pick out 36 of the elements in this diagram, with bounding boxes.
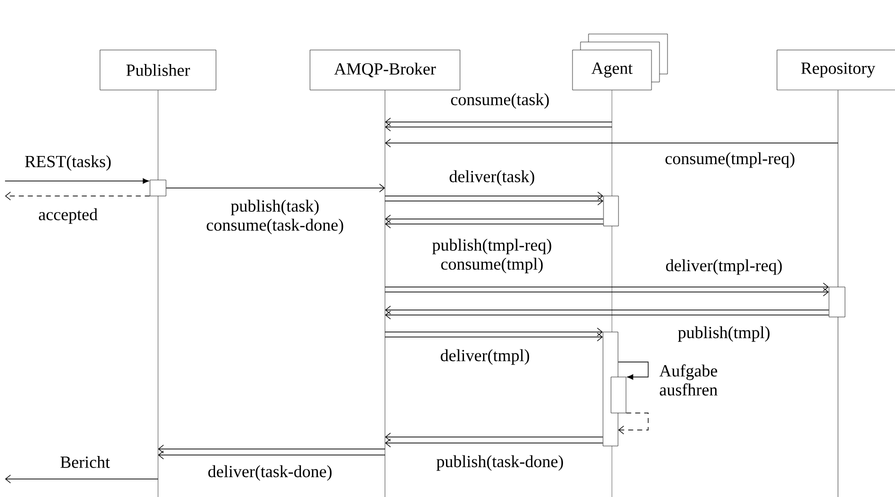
edge-label: deliver(tmpl) (440, 349, 530, 365)
edge-label: publish(tmpl-req) consume(tmpl) (432, 238, 552, 274)
participant-box: Repository (776, 50, 895, 90)
activation-box (828, 286, 846, 318)
edge-label: deliver(tmpl-req) (666, 259, 782, 275)
edge-label: consume(tmpl-req) (666, 152, 794, 168)
arrow (158, 444, 386, 460)
arrow (618, 412, 649, 434)
activation-box (150, 180, 166, 196)
arrow (384, 282, 829, 296)
arrow (385, 432, 604, 448)
arrow (385, 214, 604, 228)
edge-label: publish(task) consume(task-done) (206, 200, 344, 234)
edge-label: consume(task) (451, 93, 549, 109)
arrow (385, 118, 612, 132)
arrow (5, 192, 150, 200)
participant-box: Publisher (100, 50, 216, 90)
arrow (4, 178, 149, 184)
arrow (5, 474, 158, 484)
activation-box (603, 196, 619, 226)
arrow (166, 184, 385, 192)
arrow (384, 328, 603, 342)
edge-label: publish(task-done) (436, 455, 563, 471)
arrow (385, 306, 830, 320)
edge-label: Aufgabe ausfhren (659, 364, 718, 396)
arrow (385, 138, 838, 148)
edge-label: deliver(task-done) (208, 465, 332, 481)
edge-label: REST(tasks) (25, 155, 111, 171)
activation-box (610, 376, 626, 414)
edge-label: deliver(task) (450, 170, 534, 186)
edge-label: Bericht (60, 456, 110, 468)
arrow (384, 192, 604, 206)
participant-box: AMQP-Broker (310, 50, 460, 90)
edge-label: accepted (38, 208, 98, 224)
arrow (618, 362, 649, 380)
edge-label: publish(tmpl) (678, 326, 770, 342)
